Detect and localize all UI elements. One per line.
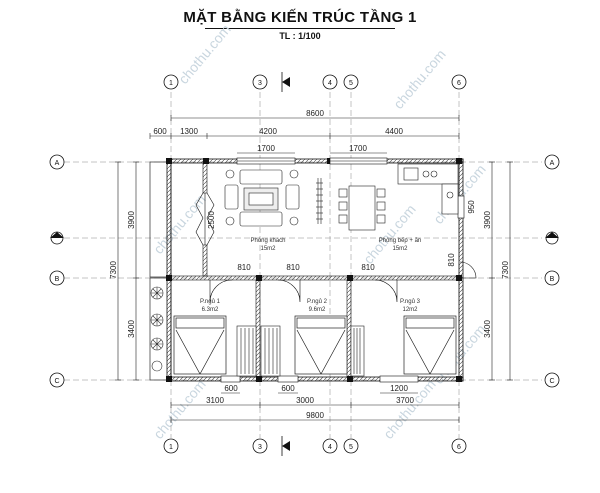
dimension-label: 2500	[207, 211, 216, 229]
right-dimensions	[489, 161, 513, 381]
dimension-label: 950	[467, 200, 476, 214]
grid-label: 1	[169, 80, 173, 87]
section-arrow-icon	[50, 232, 64, 238]
kitchen-counter-icon	[397, 163, 459, 215]
watermark-text: chothu.com	[175, 21, 234, 87]
grid-label: 5	[349, 80, 353, 87]
dimension-label: 7300	[109, 261, 118, 279]
grid-label: 6	[457, 80, 461, 87]
dimension-label: 3400	[483, 320, 492, 338]
dimension-label: 600	[281, 384, 295, 393]
dimension-label: 810	[361, 263, 375, 272]
dimension-label: 1200	[390, 384, 408, 393]
dimension-label: 810	[237, 263, 251, 272]
dimension-label: 3900	[127, 211, 136, 229]
room-area: 12m2	[402, 307, 418, 313]
grid-label: C	[549, 378, 554, 385]
room-name: Phòng bếp + ăn	[379, 238, 422, 244]
grid-label: A	[55, 160, 60, 167]
room-area: 15m2	[260, 246, 276, 252]
section-arrow-icon	[282, 77, 290, 87]
dimension-label: 3000	[296, 396, 314, 405]
dimension-label: 600	[224, 384, 238, 393]
room-name: Phòng khách	[250, 238, 285, 244]
room-area: 9.6m2	[309, 307, 326, 313]
dimension-label: 4400	[385, 127, 403, 136]
section-arrow-icon	[282, 441, 290, 451]
bedroom-doors[interactable]	[209, 261, 477, 303]
plant-icon	[150, 286, 164, 372]
title-underline	[205, 28, 395, 29]
room-name: P.ngủ 1	[200, 298, 221, 305]
dimension-label: 3700	[396, 396, 414, 405]
watermark-text: chothu.com	[390, 46, 449, 112]
grid-bubbles-bottom: 1 3 4 5 6	[163, 436, 467, 456]
grid-label: B	[55, 276, 60, 283]
dimension-label: 1700	[257, 144, 275, 153]
dimension-label: 810	[447, 253, 456, 267]
dimension-label: 600	[153, 127, 167, 136]
grid-label: B	[550, 276, 555, 283]
room-area: 6.3m2	[202, 307, 219, 313]
dining-table-icon	[338, 185, 386, 231]
grid-label: 1	[169, 444, 173, 451]
drawing-scale: TL : 1/100	[279, 31, 321, 41]
dimension-label: 9800	[306, 411, 324, 420]
bottom-dimensions	[170, 392, 460, 423]
watermark-text: chothu.com	[150, 376, 209, 442]
grid-label: 3	[258, 444, 262, 451]
grid-label: 3	[258, 80, 262, 87]
bottom-windows	[220, 375, 419, 383]
tv-cabinet-icon	[316, 178, 323, 224]
grid-label: 4	[328, 80, 332, 87]
room-name: P.ngủ 2	[307, 298, 328, 305]
sofa-set-icon	[224, 169, 300, 227]
room-area: 15m2	[392, 246, 408, 252]
top-dimensions	[149, 115, 460, 154]
dimension-label: 7300	[501, 261, 510, 279]
bed-icon	[173, 315, 457, 375]
top-windows	[236, 157, 388, 165]
grid-label: C	[54, 378, 59, 385]
watermark-text: chothu.com	[380, 376, 439, 442]
room-name: P.ngủ 3	[400, 298, 421, 305]
drawing-title: MẶT BẰNG KIẾN TRÚC TẦNG 1	[183, 9, 417, 26]
dimension-label: 1700	[349, 144, 367, 153]
grid-label: A	[550, 160, 555, 167]
dimension-label: 3100	[206, 396, 224, 405]
dimension-label: 1300	[180, 127, 198, 136]
grid-label: 6	[457, 444, 461, 451]
dimension-label: 3400	[127, 320, 136, 338]
right-window	[457, 195, 465, 219]
dimension-label: 3900	[483, 211, 492, 229]
grid-label: 4	[328, 444, 332, 451]
dimension-label: 810	[286, 263, 300, 272]
wardrobe-icon	[236, 325, 365, 377]
grid-bubbles-left: A B C	[49, 154, 65, 388]
grid-bubbles-top: 1 3 4 5 6	[163, 72, 467, 92]
grid-label: 5	[349, 444, 353, 451]
dimension-label: 4200	[259, 127, 277, 136]
left-dimensions	[115, 161, 139, 381]
entrance-door[interactable]	[195, 192, 215, 246]
grid-bubbles-right: A B C	[544, 154, 560, 388]
section-arrow-icon	[545, 232, 559, 238]
dimension-label: 8600	[306, 109, 324, 118]
